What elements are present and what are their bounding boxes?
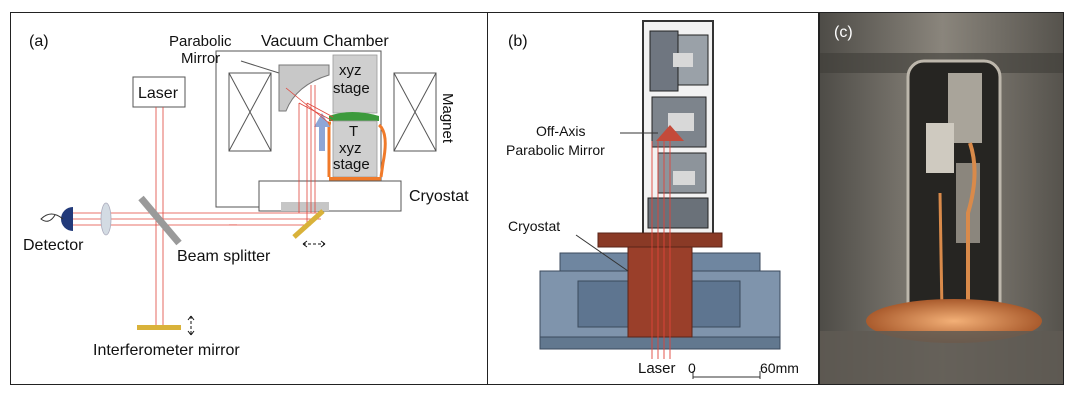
panel-c-tag: (c) [834, 24, 853, 41]
cryostat-pointer [575, 234, 629, 272]
detector-icon [61, 207, 73, 231]
laser-beams-b [651, 141, 671, 359]
laser-label-b: Laser [638, 360, 676, 377]
magnet-left [228, 72, 272, 152]
panel-b-cad-drawing: (b) Off-Axis Parabolic Mirror Cryostat L… [487, 12, 819, 385]
magnet-label: Magnet [439, 93, 456, 144]
xyz-stage-top-label-1: xyz [339, 62, 362, 79]
off-axis-mirror-shape [656, 125, 684, 141]
cryostat-body [627, 246, 693, 338]
off-axis-label-1: Off-Axis [536, 123, 586, 139]
interferometer-mirror [137, 325, 181, 330]
panel-c-photo: (c) [819, 12, 1064, 385]
xyz-stage-bottom-label-1: xyz [339, 140, 362, 157]
copper-wire-2 [938, 192, 944, 314]
panel-a-tag: (a) [29, 33, 49, 50]
vacuum-chamber-label: Vacuum Chamber [261, 33, 389, 50]
copper-wire [966, 142, 977, 313]
scanning-mirror [292, 209, 325, 239]
parabolic-mirror-label-2: Mirror [181, 50, 220, 67]
detector-label: Detector [23, 237, 84, 254]
detector-cable [40, 213, 64, 222]
focusing-lens [100, 202, 112, 236]
xyz-stage-top-label-2: stage [333, 80, 370, 97]
motion-arrow-up [314, 113, 330, 151]
panel-a-svg: (a) Laser Vacuum Chamber Parabolic Mirro… [23, 33, 469, 359]
cryostat-flange [597, 232, 723, 248]
cryostat-label: Cryostat [409, 188, 469, 205]
scale-start: 0 [688, 360, 696, 376]
t-label: T [349, 123, 358, 140]
panel-b-svg: (b) Off-Axis Parabolic Mirror Cryostat L… [506, 20, 799, 379]
scale-end: 60mm [760, 360, 799, 376]
xyz-stage-bottom [332, 120, 378, 178]
beam-splitter-label: Beam splitter [177, 248, 271, 265]
parabolic-mirror-pointer [240, 60, 280, 74]
stage-assembly-left [926, 123, 954, 173]
sample [329, 112, 379, 121]
panel-a-schematic: (a) Laser Vacuum Chamber Parabolic Mirro… [10, 12, 488, 385]
parabolic-mirror-shape [278, 64, 330, 112]
beam-splitter-plate [138, 195, 182, 246]
cryostat-label-b: Cryostat [508, 218, 560, 234]
parabolic-mirror-label-1: Parabolic [169, 33, 232, 50]
scanning-mirror-arrow [302, 240, 326, 248]
photo-bottom-flange [820, 331, 1063, 384]
beam-direction-mark: — [229, 220, 237, 229]
panel-c-svg: (c) [820, 13, 1063, 384]
cryostat-box [258, 180, 402, 212]
laser-label: Laser [138, 85, 179, 102]
panel-b-tag: (b) [508, 33, 528, 50]
scale-bar [692, 371, 761, 379]
off-axis-label-2: Parabolic Mirror [506, 142, 605, 158]
xyz-stage-bottom-label-2: stage [333, 156, 370, 173]
interferometer-mirror-label: Interferometer mirror [93, 342, 240, 359]
upper-probe-column [642, 20, 714, 236]
magnet-right [393, 72, 437, 152]
interferometer-mirror-arrow [187, 315, 195, 336]
cryostat-window [281, 202, 329, 211]
laser-box [132, 76, 186, 108]
